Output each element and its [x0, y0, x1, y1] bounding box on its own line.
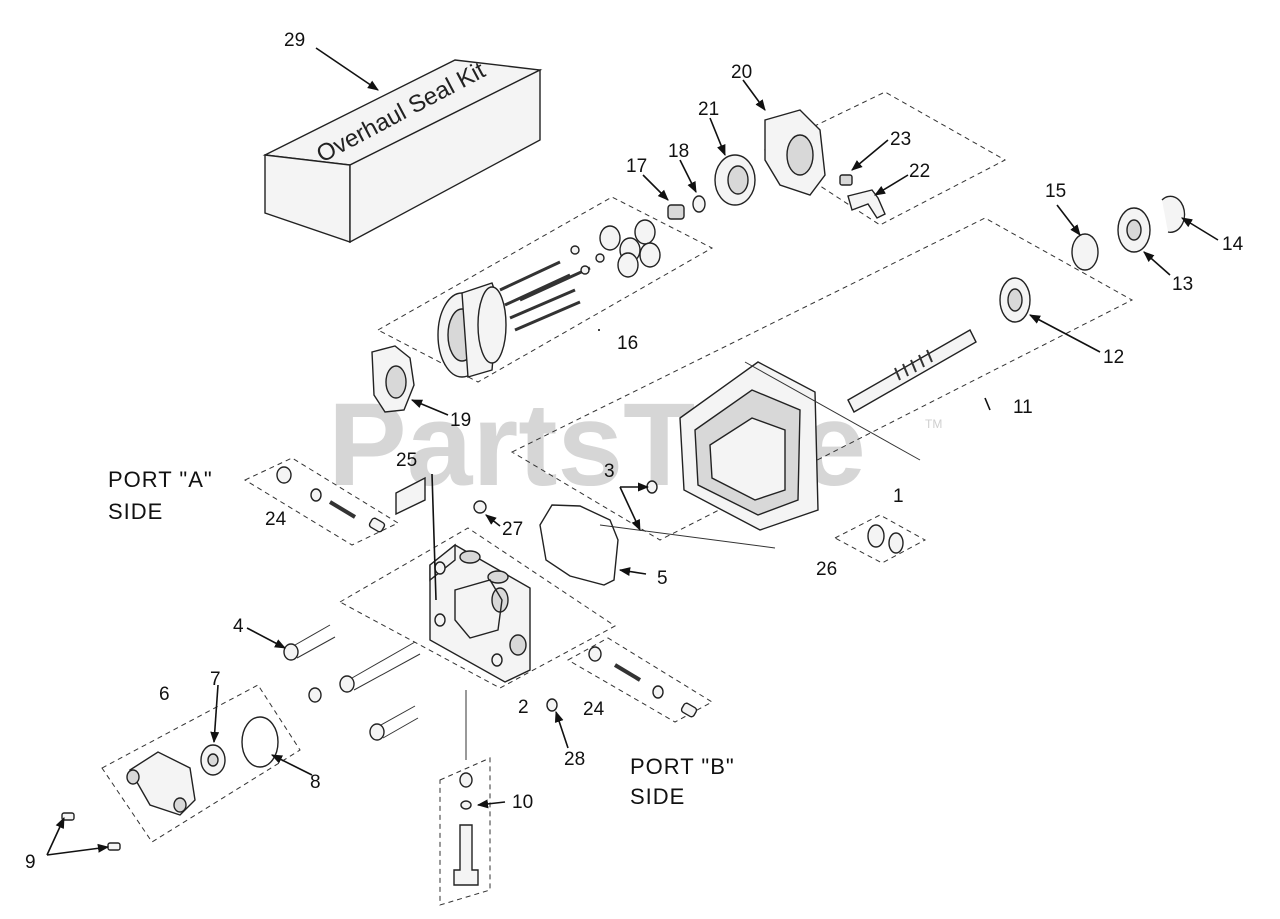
port-b-line1: PORT "B" [630, 754, 735, 779]
callout-15: 15 [1045, 181, 1066, 202]
callout-23: 23 [890, 129, 911, 150]
part-22-lever-pin[interactable] [847, 189, 886, 219]
callout-2: 2 [518, 697, 529, 718]
part-14-snap-ring[interactable] [1161, 195, 1186, 233]
callout-6: 6 [159, 684, 170, 705]
port-a-line2: SIDE [108, 499, 163, 524]
part-13-shaft-seal[interactable] [1117, 207, 1151, 253]
callout-18: 18 [668, 141, 689, 162]
part-19-thrust-plate[interactable] [371, 345, 415, 413]
port-a-line1: PORT "A" [108, 467, 213, 492]
callout-22: 22 [909, 161, 930, 182]
callout-21: 21 [698, 99, 719, 120]
part-25-label-plate[interactable] [395, 476, 426, 516]
watermark-tm: TM [925, 417, 942, 431]
part-20-end-cap[interactable] [763, 91, 1007, 226]
callout-19: 19 [450, 410, 471, 431]
callout-28: 28 [564, 749, 585, 770]
part-8-oring[interactable] [241, 716, 279, 768]
part-6-cover-plate[interactable] [101, 684, 301, 843]
part-24-check-valve-port-b[interactable] [566, 637, 713, 723]
callout-4: 4 [233, 616, 244, 637]
callout-24-b: 24 [583, 699, 605, 720]
part-5-gasket[interactable] [539, 504, 619, 586]
callout-26: 26 [816, 559, 837, 580]
part-10-bypass-valve[interactable] [439, 690, 491, 906]
callout-14: 14 [1222, 234, 1244, 255]
callout-10: 10 [512, 792, 533, 813]
callout-labels: 29 20 21 17 18 23 22 15 14 13 12 16 11 1… [25, 30, 1244, 873]
port-a-side-label: PORT "A" SIDE [108, 467, 213, 524]
callout-24-a: 24 [265, 509, 287, 530]
part-18-washer[interactable] [692, 195, 706, 213]
part-3-dowel[interactable] [646, 480, 658, 494]
leader-lines [46, 47, 1219, 856]
part-27-plug[interactable] [473, 500, 487, 514]
part-28-plug[interactable] [546, 698, 558, 712]
part-12-bearing[interactable] [999, 277, 1031, 323]
part-2-center-section[interactable] [338, 527, 616, 689]
callout-17: 17 [626, 156, 647, 177]
callout-1: 1 [893, 486, 904, 507]
part-4-bolt[interactable] [283, 624, 421, 741]
callout-5: 5 [657, 568, 668, 589]
part-24-check-valve-port-a[interactable] [243, 457, 400, 546]
part-1-housing[interactable] [599, 361, 921, 549]
callout-29: 29 [284, 30, 305, 51]
part-26-oring-set[interactable] [833, 514, 927, 564]
callout-3: 3 [604, 461, 615, 482]
callout-11: 11 [1013, 397, 1033, 418]
callout-13: 13 [1172, 274, 1193, 295]
part-11-input-shaft[interactable] [510, 217, 1134, 541]
callout-27: 27 [502, 519, 523, 540]
callout-16: 16 [617, 333, 638, 354]
part-21-bearing[interactable] [714, 154, 756, 206]
port-b-side-label: PORT "B" SIDE [630, 754, 735, 809]
part-15-retaining-ring[interactable] [1071, 233, 1099, 271]
part-17-nut[interactable] [667, 204, 685, 220]
part-29-seal-kit-box[interactable]: Overhaul Seal Kit [262, 57, 543, 244]
callout-9: 9 [25, 852, 36, 873]
part-9-screws[interactable] [61, 812, 121, 851]
port-b-line2: SIDE [630, 784, 685, 809]
callout-12: 12 [1103, 347, 1124, 368]
part-7-gerotor[interactable] [200, 744, 226, 776]
callout-8: 8 [310, 772, 321, 793]
part-16-cylinder-block-assembly[interactable] [376, 196, 714, 383]
part-23-nut[interactable] [839, 174, 853, 186]
callout-7: 7 [210, 669, 221, 690]
callout-20: 20 [731, 62, 752, 83]
callout-25: 25 [396, 450, 417, 471]
